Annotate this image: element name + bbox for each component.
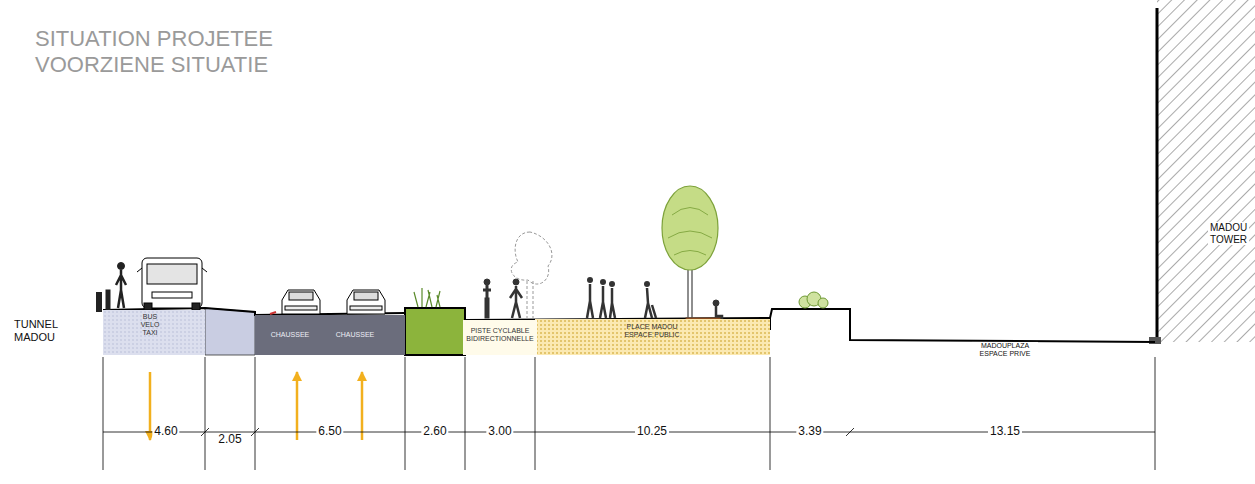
lane-label: PLACE MADOU ESPACE PUBLIC <box>621 323 683 339</box>
grass <box>414 288 440 307</box>
lane-label: CHAUSSEE <box>271 331 310 339</box>
tower-hatch <box>1157 0 1255 342</box>
lane-label: BUS VELO TAXI <box>141 313 160 337</box>
ghost-tree <box>511 232 552 318</box>
tunnel-wall <box>96 292 102 312</box>
dimension: 2.60 <box>421 425 448 439</box>
pedestrian <box>510 279 522 318</box>
car <box>270 290 385 314</box>
dimension: 13.15 <box>988 425 1022 439</box>
tree <box>662 186 718 318</box>
lane-band: PLACE MADOU ESPACE PUBLIC <box>535 319 770 355</box>
bush <box>799 292 828 308</box>
dimension-lines <box>103 357 1155 470</box>
zone-label: MADOUPLAZA ESPACE PRIVE <box>972 342 1038 358</box>
dimension: 10.25 <box>635 425 669 439</box>
building-label: MADOU TOWER <box>1208 222 1249 245</box>
place-label: TUNNEL MADOU <box>12 318 74 343</box>
dimension: 2.05 <box>216 433 243 447</box>
pedestrians <box>587 277 656 318</box>
lane-band: CHAUSSEE CHAUSSEE <box>255 315 405 355</box>
median-band <box>205 308 255 355</box>
person-bike <box>106 263 126 311</box>
tower-wall <box>1156 8 1159 344</box>
lane-label: CHAUSSEE <box>336 331 375 339</box>
cyclist <box>483 279 491 318</box>
bus <box>137 258 207 310</box>
dimension: 3.00 <box>486 425 513 439</box>
dimension: 3.39 <box>796 425 823 439</box>
dimension: 4.60 <box>152 425 179 439</box>
dimension: 6.50 <box>316 425 343 439</box>
title: SITUATION PROJETEE VOORZIENE SITUATIE <box>35 26 365 79</box>
lane-band: PISTE CYCLABLE BIDIRECTIONNELLE <box>463 320 537 355</box>
lane-label: PISTE CYCLABLE BIDIRECTIONNELLE <box>466 327 533 343</box>
lane-band: BUS VELO TAXI <box>103 310 205 355</box>
green-strip <box>405 308 465 355</box>
direction-arrow <box>150 372 362 440</box>
